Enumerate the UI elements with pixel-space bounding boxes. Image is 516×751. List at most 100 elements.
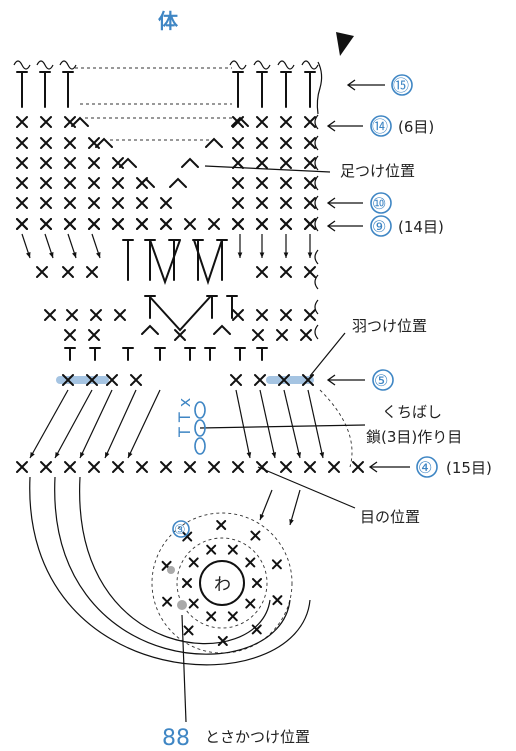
row-9-label: ⑨ — [372, 217, 386, 236]
single-crochet-symbol — [66, 309, 78, 321]
single-crochet-symbol — [280, 309, 292, 321]
row-4-label: ④ — [418, 458, 432, 477]
decrease-symbol — [71, 116, 89, 127]
direction-arrowhead — [49, 252, 54, 258]
direction-arrow — [283, 389, 301, 459]
decrease-symbol — [137, 177, 155, 188]
half-double-symbol — [206, 295, 218, 319]
direction-arrowhead — [96, 252, 101, 258]
direction-arrowhead — [246, 452, 252, 458]
single-crochet-symbol — [227, 611, 238, 622]
single-crochet-symbol — [256, 177, 268, 189]
direction-arrow — [29, 389, 69, 459]
single-crochet-symbol — [188, 598, 199, 609]
single-crochet-symbol — [232, 218, 244, 230]
single-crochet-symbol — [232, 137, 244, 149]
single-crochet-symbol — [280, 461, 292, 473]
stitch-symbols — [13, 60, 364, 666]
direction-arrowhead — [296, 452, 302, 458]
half-double-symbol — [64, 347, 76, 361]
turning-chain-symbol — [314, 135, 319, 151]
single-crochet-symbol — [304, 157, 316, 169]
half-double-symbol — [234, 347, 246, 361]
half-double-symbol — [204, 347, 216, 361]
single-crochet-symbol — [182, 531, 193, 542]
single-crochet-symbol — [16, 461, 28, 473]
decrease-symbol — [181, 157, 199, 168]
direction-arrowhead — [259, 514, 265, 520]
single-crochet-symbol — [208, 461, 220, 473]
single-crochet-symbol — [183, 625, 194, 636]
single-crochet-symbol — [256, 137, 268, 149]
single-crochet-symbol — [245, 557, 256, 568]
chain-loop-symbol — [301, 60, 319, 70]
single-crochet-symbol — [64, 329, 76, 341]
single-crochet-symbol — [245, 598, 256, 609]
half-double-symbol — [168, 239, 180, 281]
single-crochet-symbol — [160, 197, 172, 209]
single-crochet-symbol — [136, 461, 148, 473]
single-crochet-symbol — [62, 374, 74, 386]
single-crochet-symbol — [64, 461, 76, 473]
decrease-symbol — [205, 137, 223, 148]
single-crochet-symbol — [62, 266, 74, 278]
single-crochet-symbol — [88, 329, 100, 341]
single-crochet-symbol — [114, 309, 126, 321]
increase-v-symbol — [149, 296, 211, 332]
single-crochet-symbol — [304, 218, 316, 230]
turning-chain-symbol — [314, 114, 319, 130]
single-crochet-symbol — [64, 218, 76, 230]
half-double-symbol — [144, 239, 156, 281]
direction-arrowhead — [283, 252, 289, 258]
decrease-symbol — [119, 157, 137, 168]
wing-position-label: 羽つけ位置 — [352, 317, 427, 335]
turning-chain-symbol — [314, 155, 319, 171]
chain-loop-symbol — [13, 60, 31, 70]
single-crochet-symbol — [272, 595, 283, 606]
single-crochet-symbol — [64, 197, 76, 209]
beak-label-line1: くちばし — [382, 403, 442, 421]
row-10-circle — [370, 192, 392, 214]
single-crochet-symbol — [352, 461, 364, 473]
stitch-position-leader — [257, 466, 356, 509]
row-dotted-guide — [319, 389, 353, 468]
single-crochet-symbol — [16, 218, 28, 230]
turning-chain-symbol — [314, 195, 319, 211]
svg-text:T T x: T T x — [175, 398, 194, 438]
beak-label-line2: 鎖(3目)作り目 — [366, 428, 462, 446]
page-number: 88 — [162, 726, 190, 751]
direction-arrowhead — [26, 252, 31, 258]
single-crochet-symbol — [304, 116, 316, 128]
turning-chain-symbol — [316, 61, 323, 115]
half-double-symbol — [122, 347, 134, 361]
row-3-label: ③ — [174, 523, 186, 538]
single-crochet-symbol — [40, 218, 52, 230]
single-crochet-symbol — [44, 309, 56, 321]
single-crochet-symbol — [16, 177, 28, 189]
decrease-symbol — [141, 324, 159, 335]
row-15-label: ⑮ — [393, 76, 409, 95]
single-crochet-symbol — [136, 197, 148, 209]
single-crochet-symbol — [16, 137, 28, 149]
single-crochet-symbol — [182, 578, 192, 588]
beak-leader — [199, 424, 366, 429]
half-double-symbol — [216, 239, 228, 281]
single-crochet-symbol — [160, 218, 172, 230]
chain-loop-symbol — [253, 60, 271, 70]
single-crochet-symbol — [251, 624, 262, 635]
ring-marker-dot — [167, 566, 175, 574]
single-crochet-symbol — [40, 137, 52, 149]
ring-label: わ — [214, 575, 231, 595]
single-crochet-symbol — [64, 177, 76, 189]
single-crochet-symbol — [112, 461, 124, 473]
row-14-count: (6目) — [398, 118, 434, 136]
single-crochet-symbol — [304, 137, 316, 149]
single-crochet-symbol — [64, 157, 76, 169]
single-crochet-symbol — [304, 461, 316, 473]
single-crochet-symbol — [40, 116, 52, 128]
single-crochet-symbol — [256, 309, 268, 321]
single-crochet-symbol — [86, 266, 98, 278]
half-double-symbol — [62, 71, 74, 108]
direction-arrowhead — [80, 452, 85, 458]
